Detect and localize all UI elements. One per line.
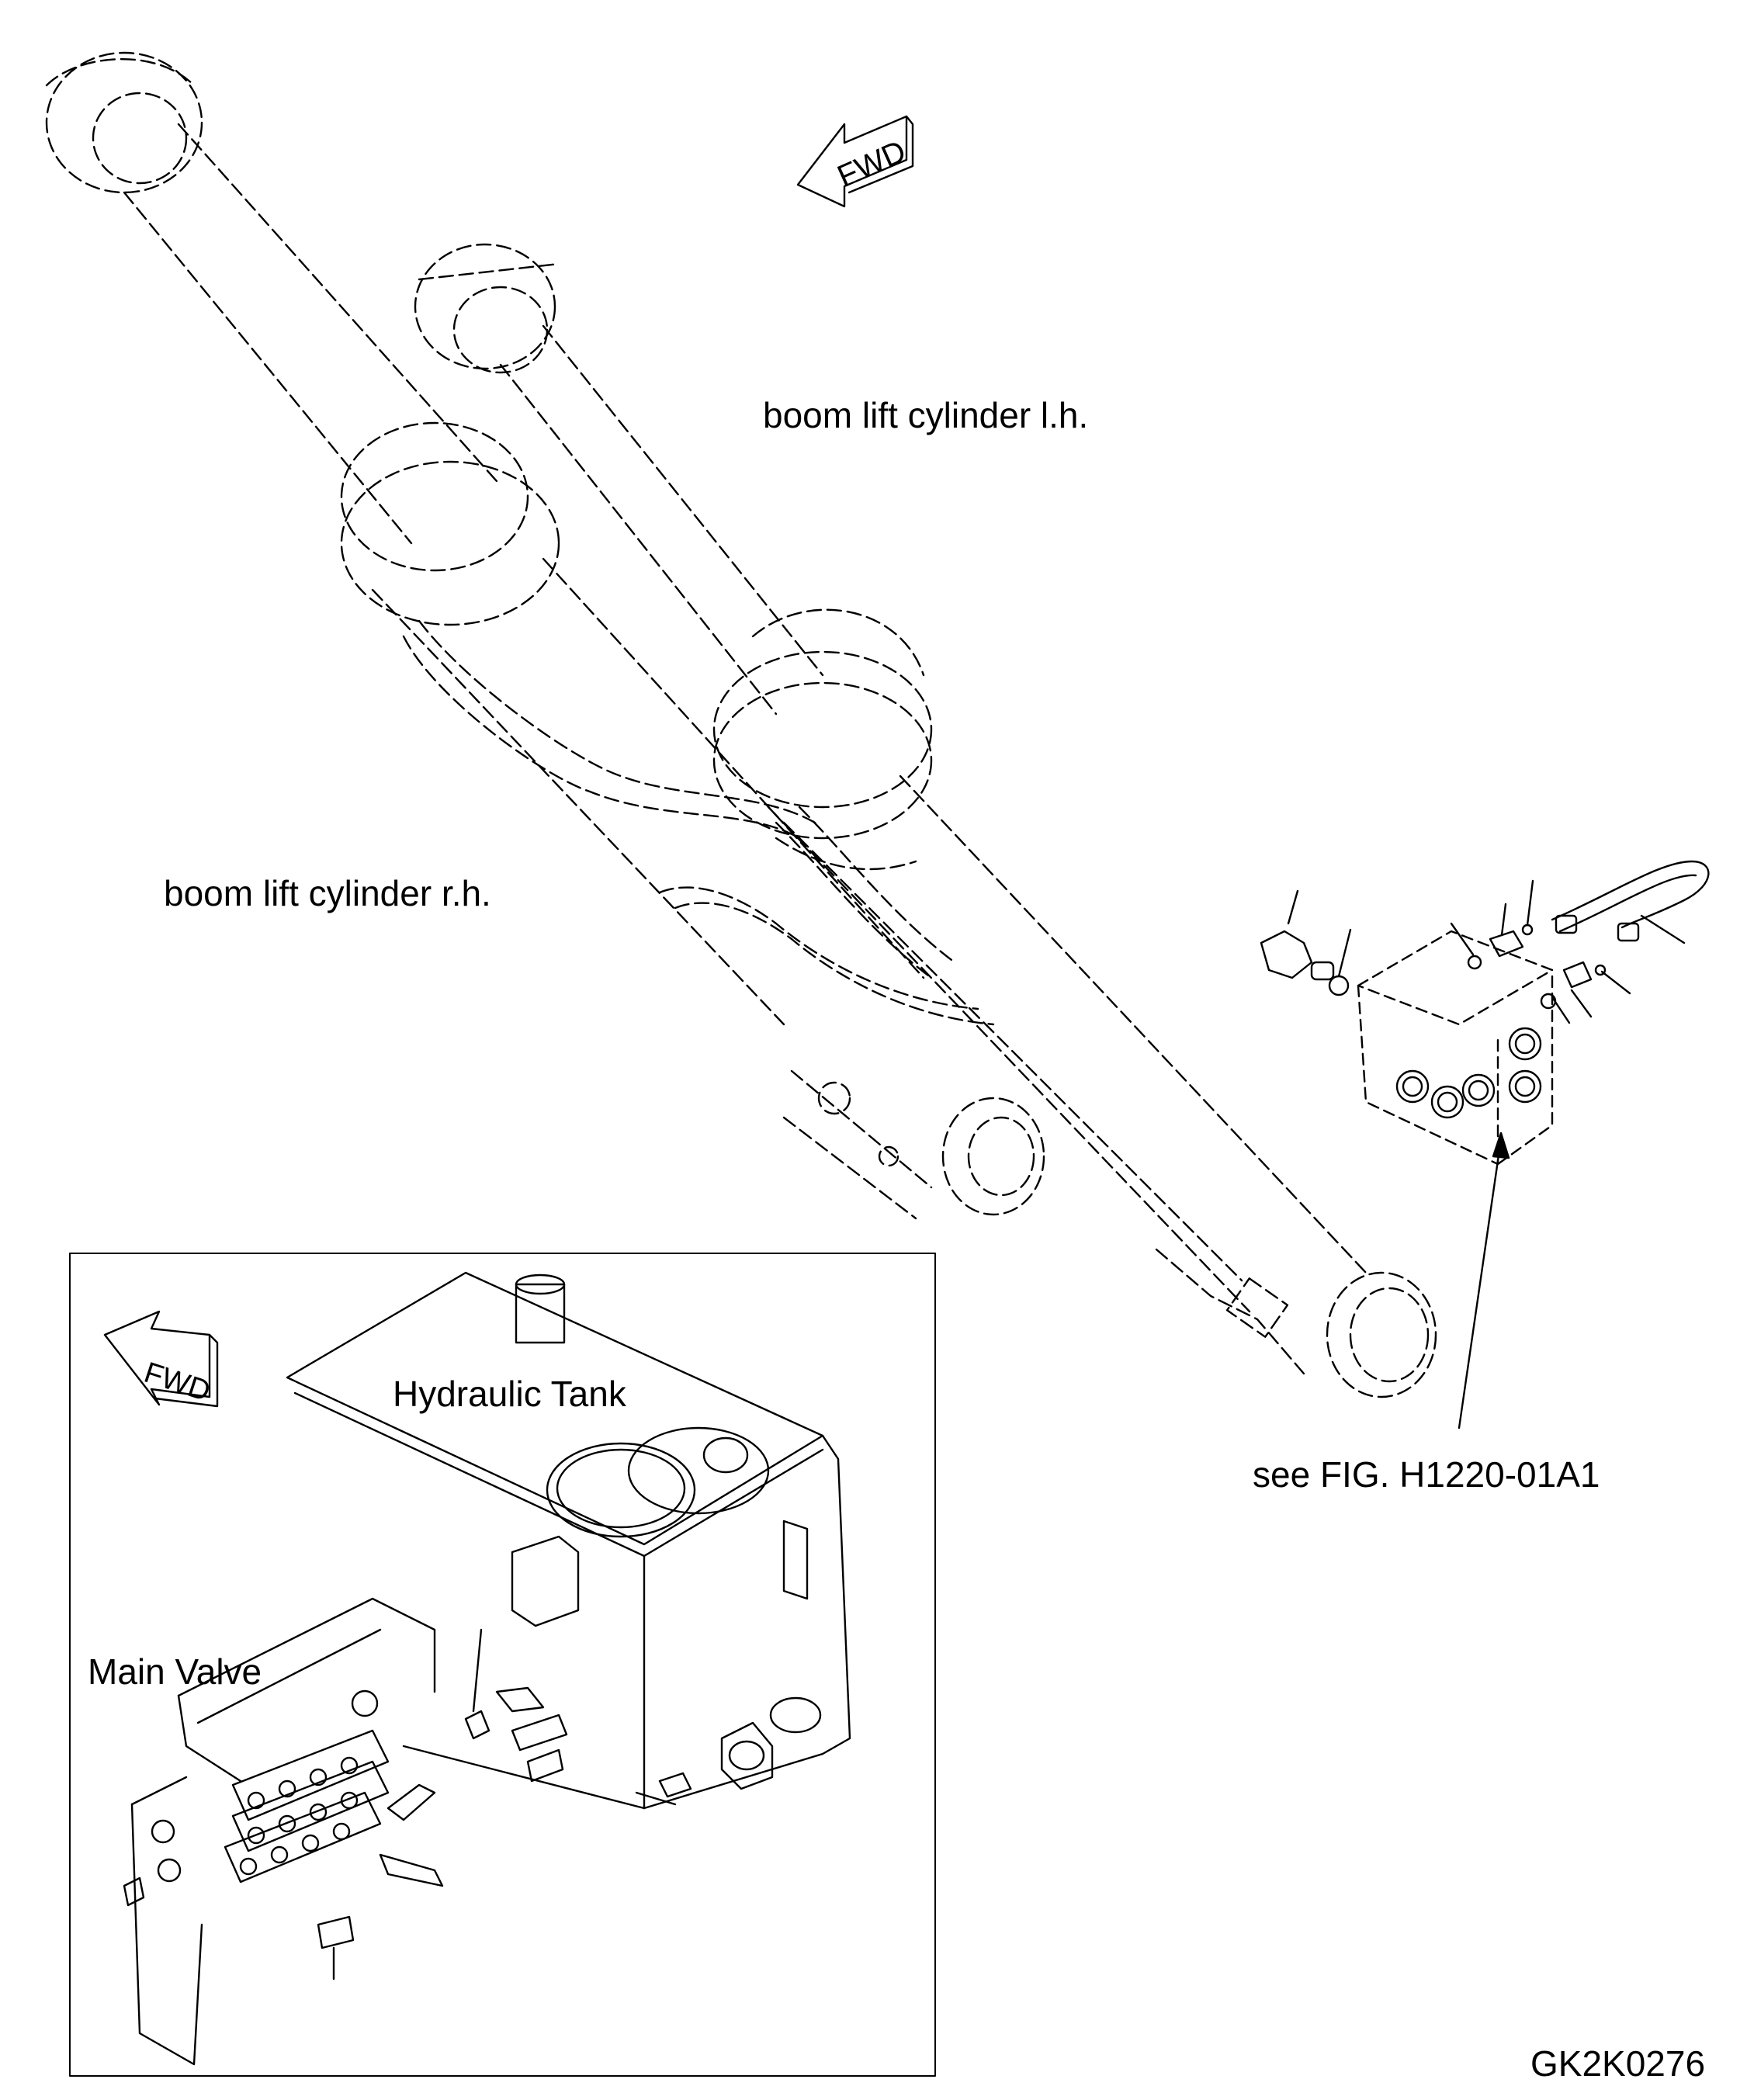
inset-frame [69,1253,936,2077]
boom-lift-cylinder-rh [45,51,1045,1220]
drawing-code: GK2K0276 [1530,2043,1706,2084]
boom-lift-cylinder-lh [414,243,1437,1398]
label-main-valve: Main Valve [88,1651,262,1692]
label-hydraulic-tank: Hydraulic Tank [393,1374,626,1414]
label-see-fig-reference: see FIG. H1220-01A1 [1253,1454,1600,1495]
hose-fittings [464,1628,677,1806]
hydraulic-tank [286,1271,851,1810]
fwd-arrow-top: FWD [796,115,914,208]
main-valve [123,1597,444,2066]
fwd-arrow-inset: FWD [103,1310,219,1408]
valve-block-assembly [1260,860,1710,1429]
label-boom-lift-cylinder-rh: boom lift cylinder r.h. [164,873,491,913]
label-boom-lift-cylinder-lh: boom lift cylinder l.h. [763,395,1089,435]
